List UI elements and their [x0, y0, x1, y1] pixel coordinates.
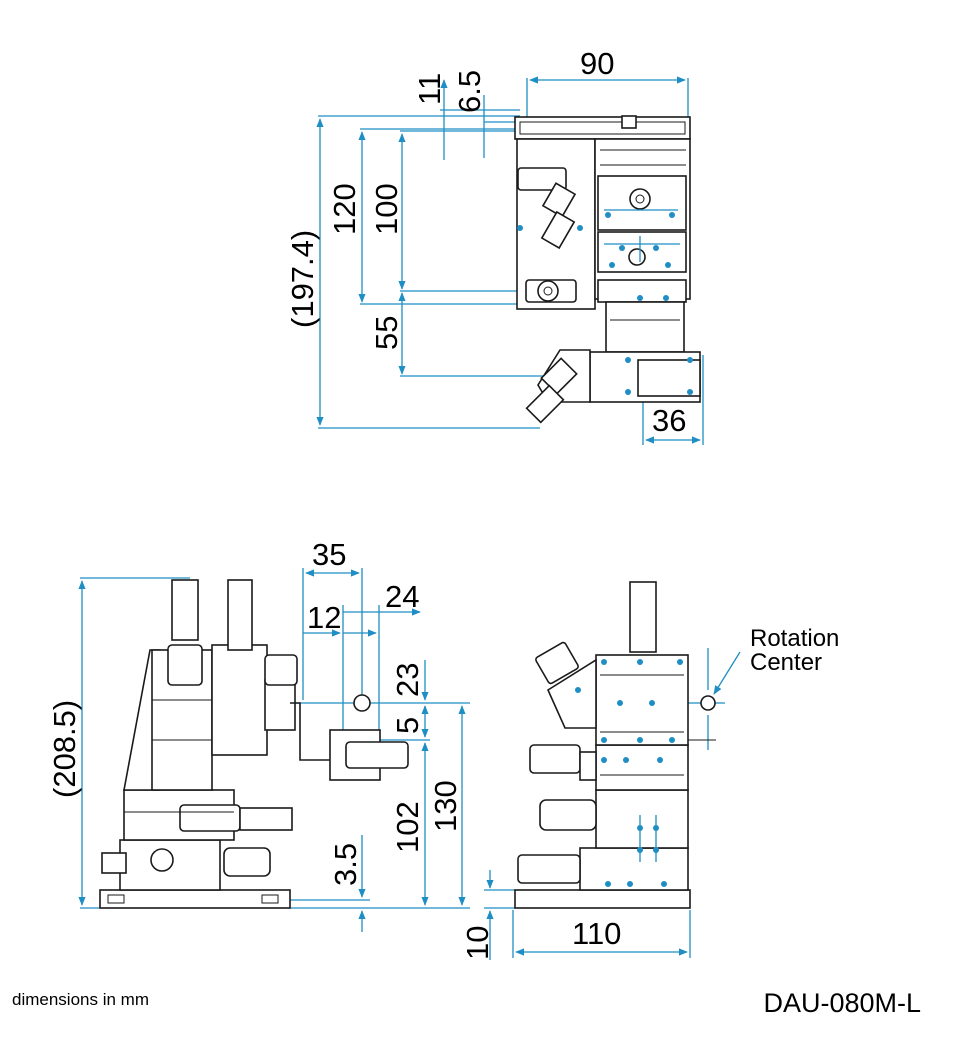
dim-10: 10: [460, 926, 495, 960]
dim-35: 35: [312, 537, 346, 572]
dim-197-4: (197.4): [285, 230, 320, 328]
dim-120: 120: [327, 183, 362, 235]
dim-110: 110: [572, 916, 621, 951]
dim-5: 5: [390, 717, 425, 734]
dim-11: 11: [412, 73, 447, 105]
dim-23: 23: [390, 663, 425, 697]
top-view-stage-outline: [514, 115, 701, 424]
dim-36: 36: [652, 403, 686, 438]
dim-100: 100: [369, 183, 404, 235]
top-view: 90 11 6.5 (197.4) 120 100 55 36: [285, 46, 704, 445]
dim-102: 102: [390, 801, 425, 853]
rotation-center-label-line1: Rotation: [750, 625, 839, 652]
model-number: DAU-080M-L: [763, 988, 921, 1018]
rotation-center-label-line2: Center: [750, 649, 822, 676]
dim-6-5: 6.5: [452, 70, 487, 113]
side-view-rotation-center-marker: [353, 694, 371, 712]
front-view-reference-marks: [575, 659, 683, 887]
front-view: 10 110 Rotation Center: [460, 581, 839, 960]
side-view-stage-outline: [99, 579, 409, 909]
dim-12: 12: [307, 600, 341, 635]
front-view-rotation-center-marker: [700, 695, 716, 711]
dim-90: 90: [580, 46, 614, 81]
top-view-dimension-lines: [316, 76, 704, 445]
dim-55: 55: [369, 316, 404, 350]
dim-24: 24: [385, 579, 419, 614]
top-view-reference-marks: [517, 209, 693, 395]
dim-130: 130: [428, 780, 463, 832]
dim-3-5: 3.5: [328, 843, 363, 886]
front-view-stage-outline: [514, 581, 716, 909]
dim-208-5: (208.5): [47, 700, 82, 798]
side-view: 35 24 12 23 5 (208.5) 102 130 3.5: [47, 537, 470, 932]
units-footnote: dimensions in mm: [12, 990, 149, 1009]
